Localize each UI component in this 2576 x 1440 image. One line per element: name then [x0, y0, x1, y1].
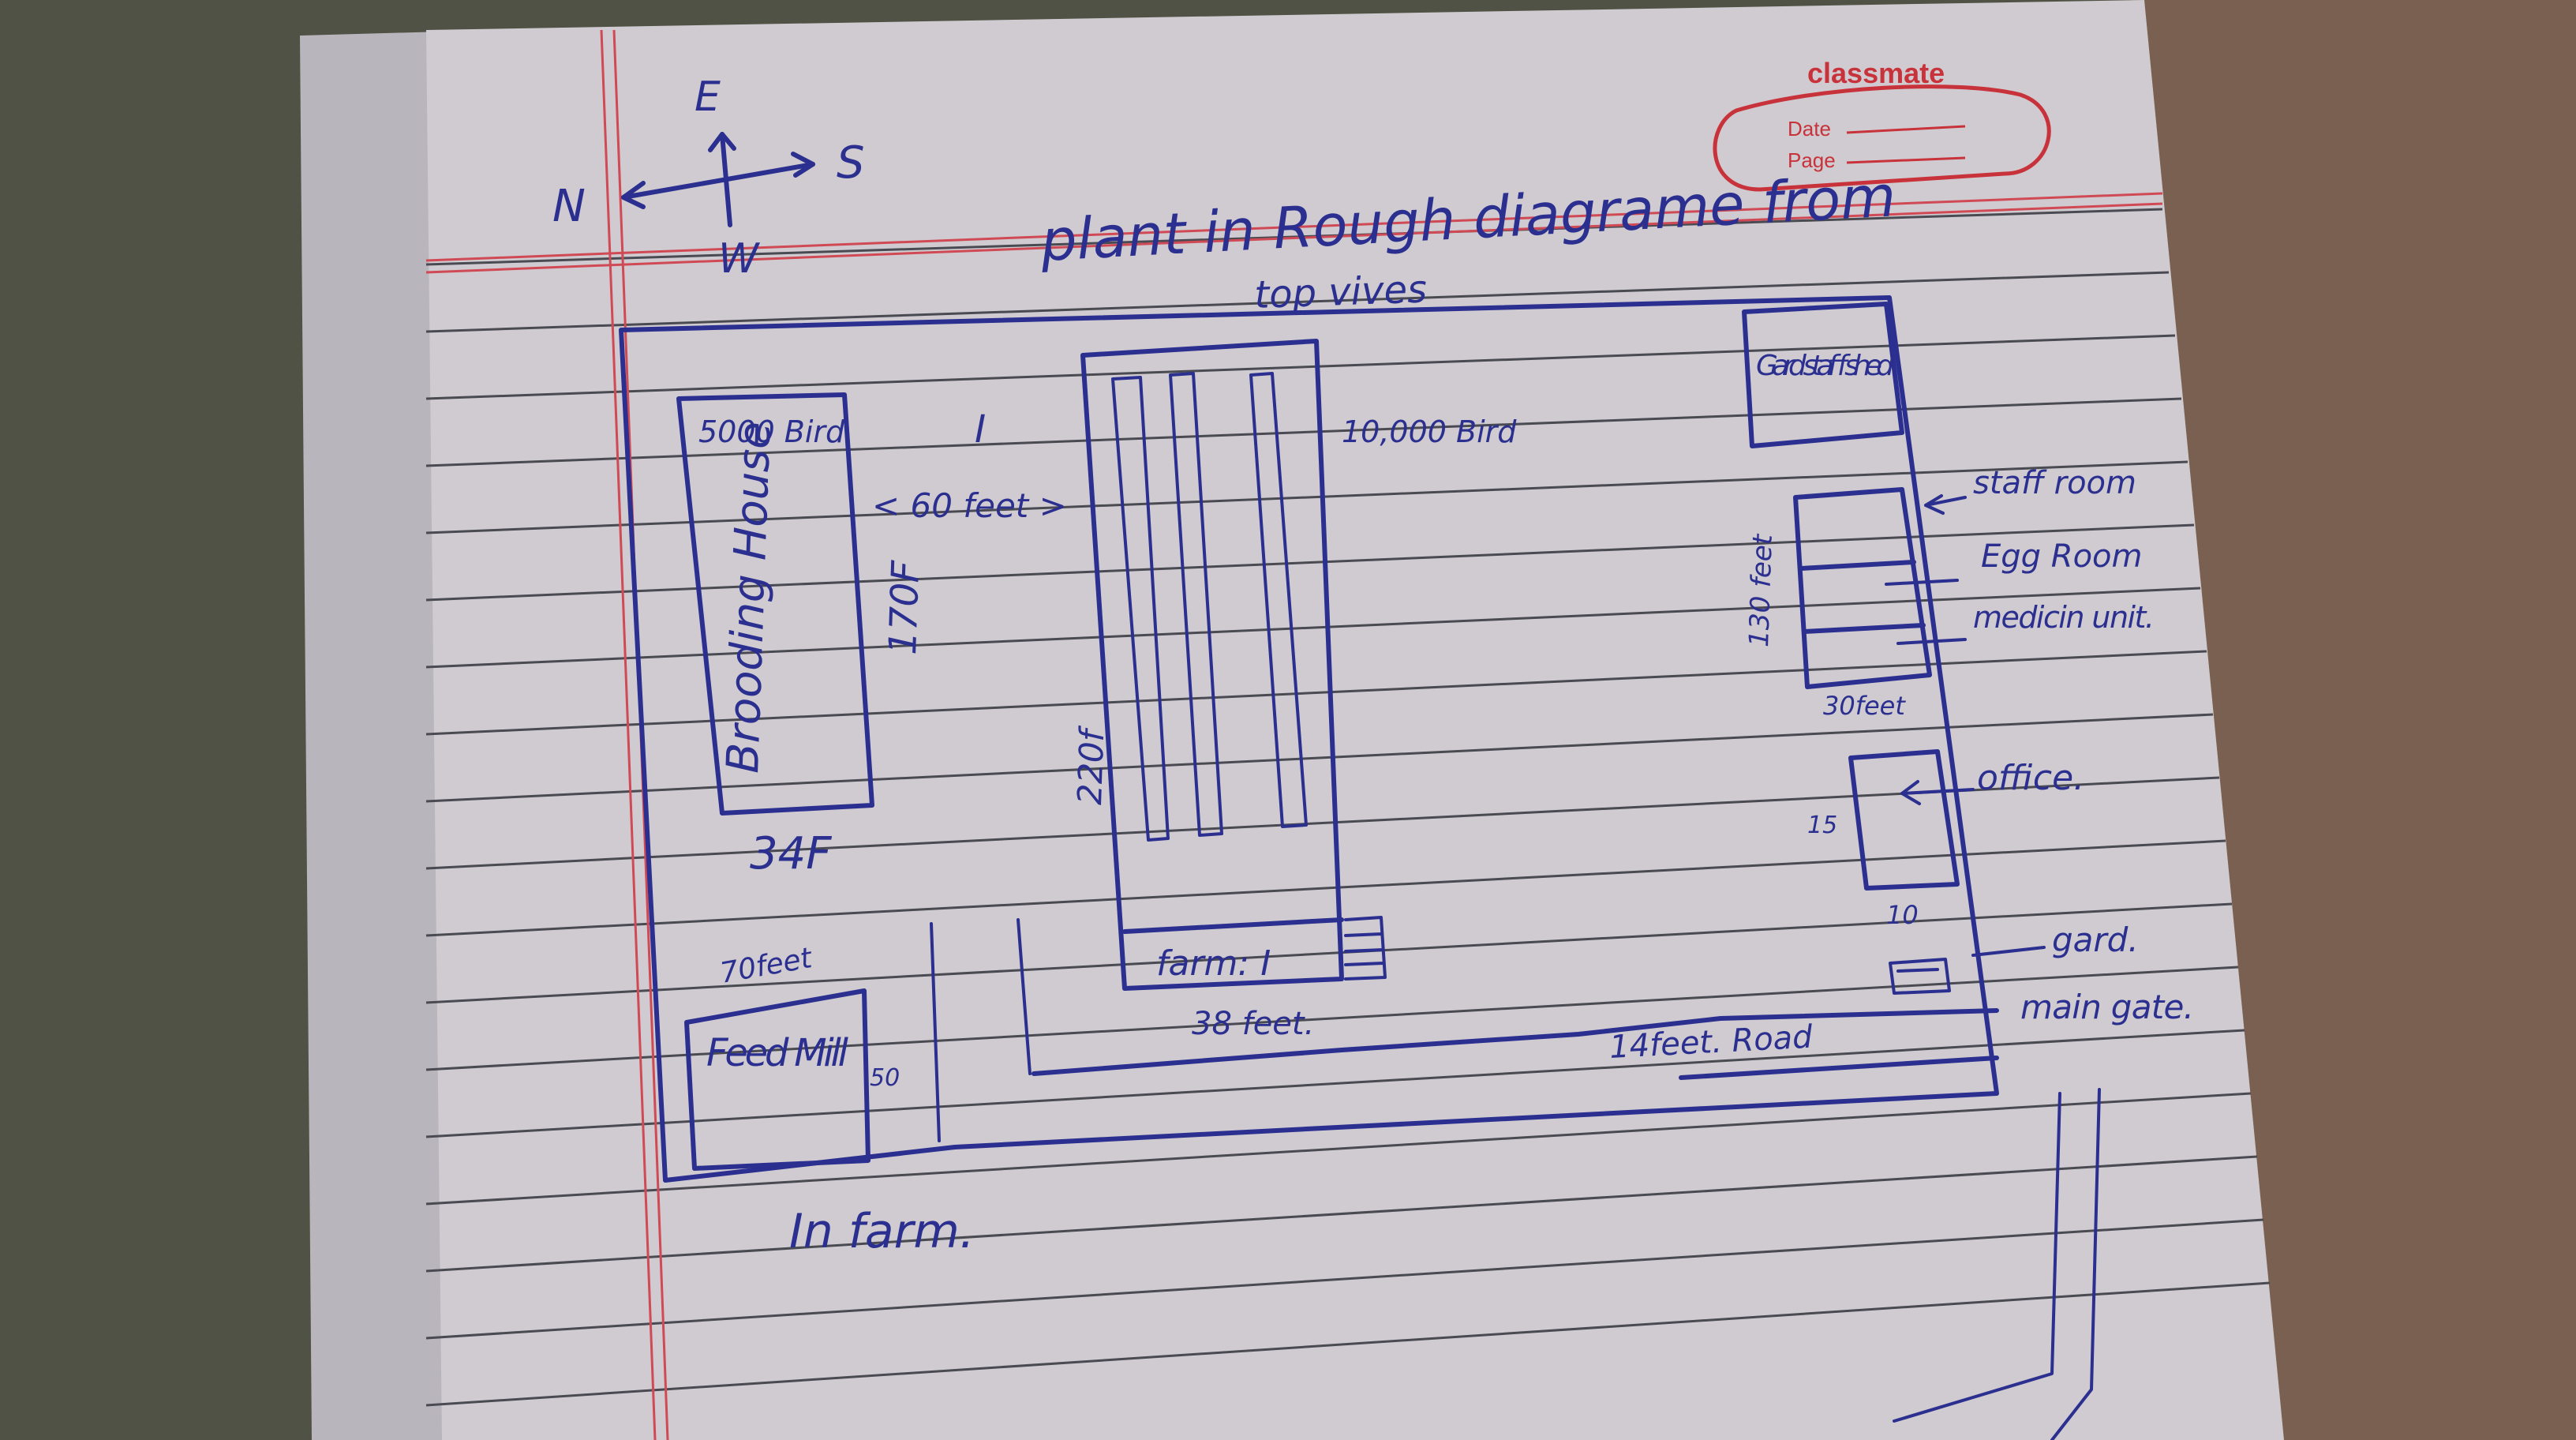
office-label: office. — [1977, 758, 2084, 798]
office-width: 10 — [1886, 900, 1919, 930]
ruled-lines — [425, 208, 2271, 1407]
office-length: 15 — [1807, 812, 1837, 839]
notebook-left-page-edge — [300, 32, 450, 1440]
main-shed: 10,000 Bird 220f farm: I 38 feet. — [1070, 339, 1517, 1042]
brooding-house: 5000 Bird Brooding House 170F 34F — [676, 392, 928, 879]
gap-label: < 60 feet > — [872, 486, 1067, 525]
guard-post-icon — [1889, 958, 1951, 995]
notebook-page — [426, 0, 2284, 1440]
office: office. 15 10 — [1807, 749, 2084, 930]
compass-north: N — [552, 181, 586, 232]
rooms-block: 130 feet 30feet staff room Egg Room medi… — [1743, 465, 2155, 721]
rooms-length: 130 feet — [1743, 532, 1779, 647]
page-label: Page — [1788, 148, 1836, 172]
feed-mill-name: Feed Mill — [706, 1031, 849, 1075]
feed-mill-length: 50 — [870, 1064, 900, 1092]
compass-icon: N S E W — [552, 73, 865, 283]
shed-width: 38 feet. — [1192, 1006, 1314, 1042]
farm-marker: I — [975, 407, 986, 452]
egg-room-label: Egg Room — [1981, 538, 2142, 575]
brand-name: classmate — [1807, 57, 1945, 89]
staff-room-label: staff room — [1973, 465, 2136, 501]
classmate-logo: classmate Date Page — [1713, 57, 2051, 192]
compass-west: W — [718, 235, 761, 283]
footer-note: In farm. — [789, 1204, 975, 1259]
guard-label: gard. — [2052, 921, 2139, 959]
shed-length: 220f — [1070, 725, 1112, 806]
compass-east: E — [695, 73, 721, 121]
shed-name: farm: I — [1156, 943, 1271, 984]
compass-south: S — [837, 137, 865, 189]
date-label: Date — [1788, 117, 1831, 141]
main-gate-label: main gate. — [2020, 988, 2194, 1026]
margin-lines — [425, 29, 2163, 1440]
brooding-name: Brooding House — [717, 421, 781, 774]
guard-staff-shed: Gard staff shed — [1742, 302, 1904, 448]
brooding-capacity: 5000 Bird — [698, 414, 845, 449]
road: 14feet. Road — [930, 918, 2101, 1440]
farm-boundary — [619, 295, 1999, 1183]
brooding-length: 170F — [881, 559, 928, 655]
rooms-width: 30feet — [1823, 691, 1906, 721]
medicine-unit-label: medicin unit. — [1973, 600, 2155, 635]
guard-shed-label: Gard staff shed — [1756, 350, 1895, 382]
shed-capacity: 10,000 Bird — [1342, 414, 1517, 449]
brooding-width: 34F — [750, 828, 832, 879]
